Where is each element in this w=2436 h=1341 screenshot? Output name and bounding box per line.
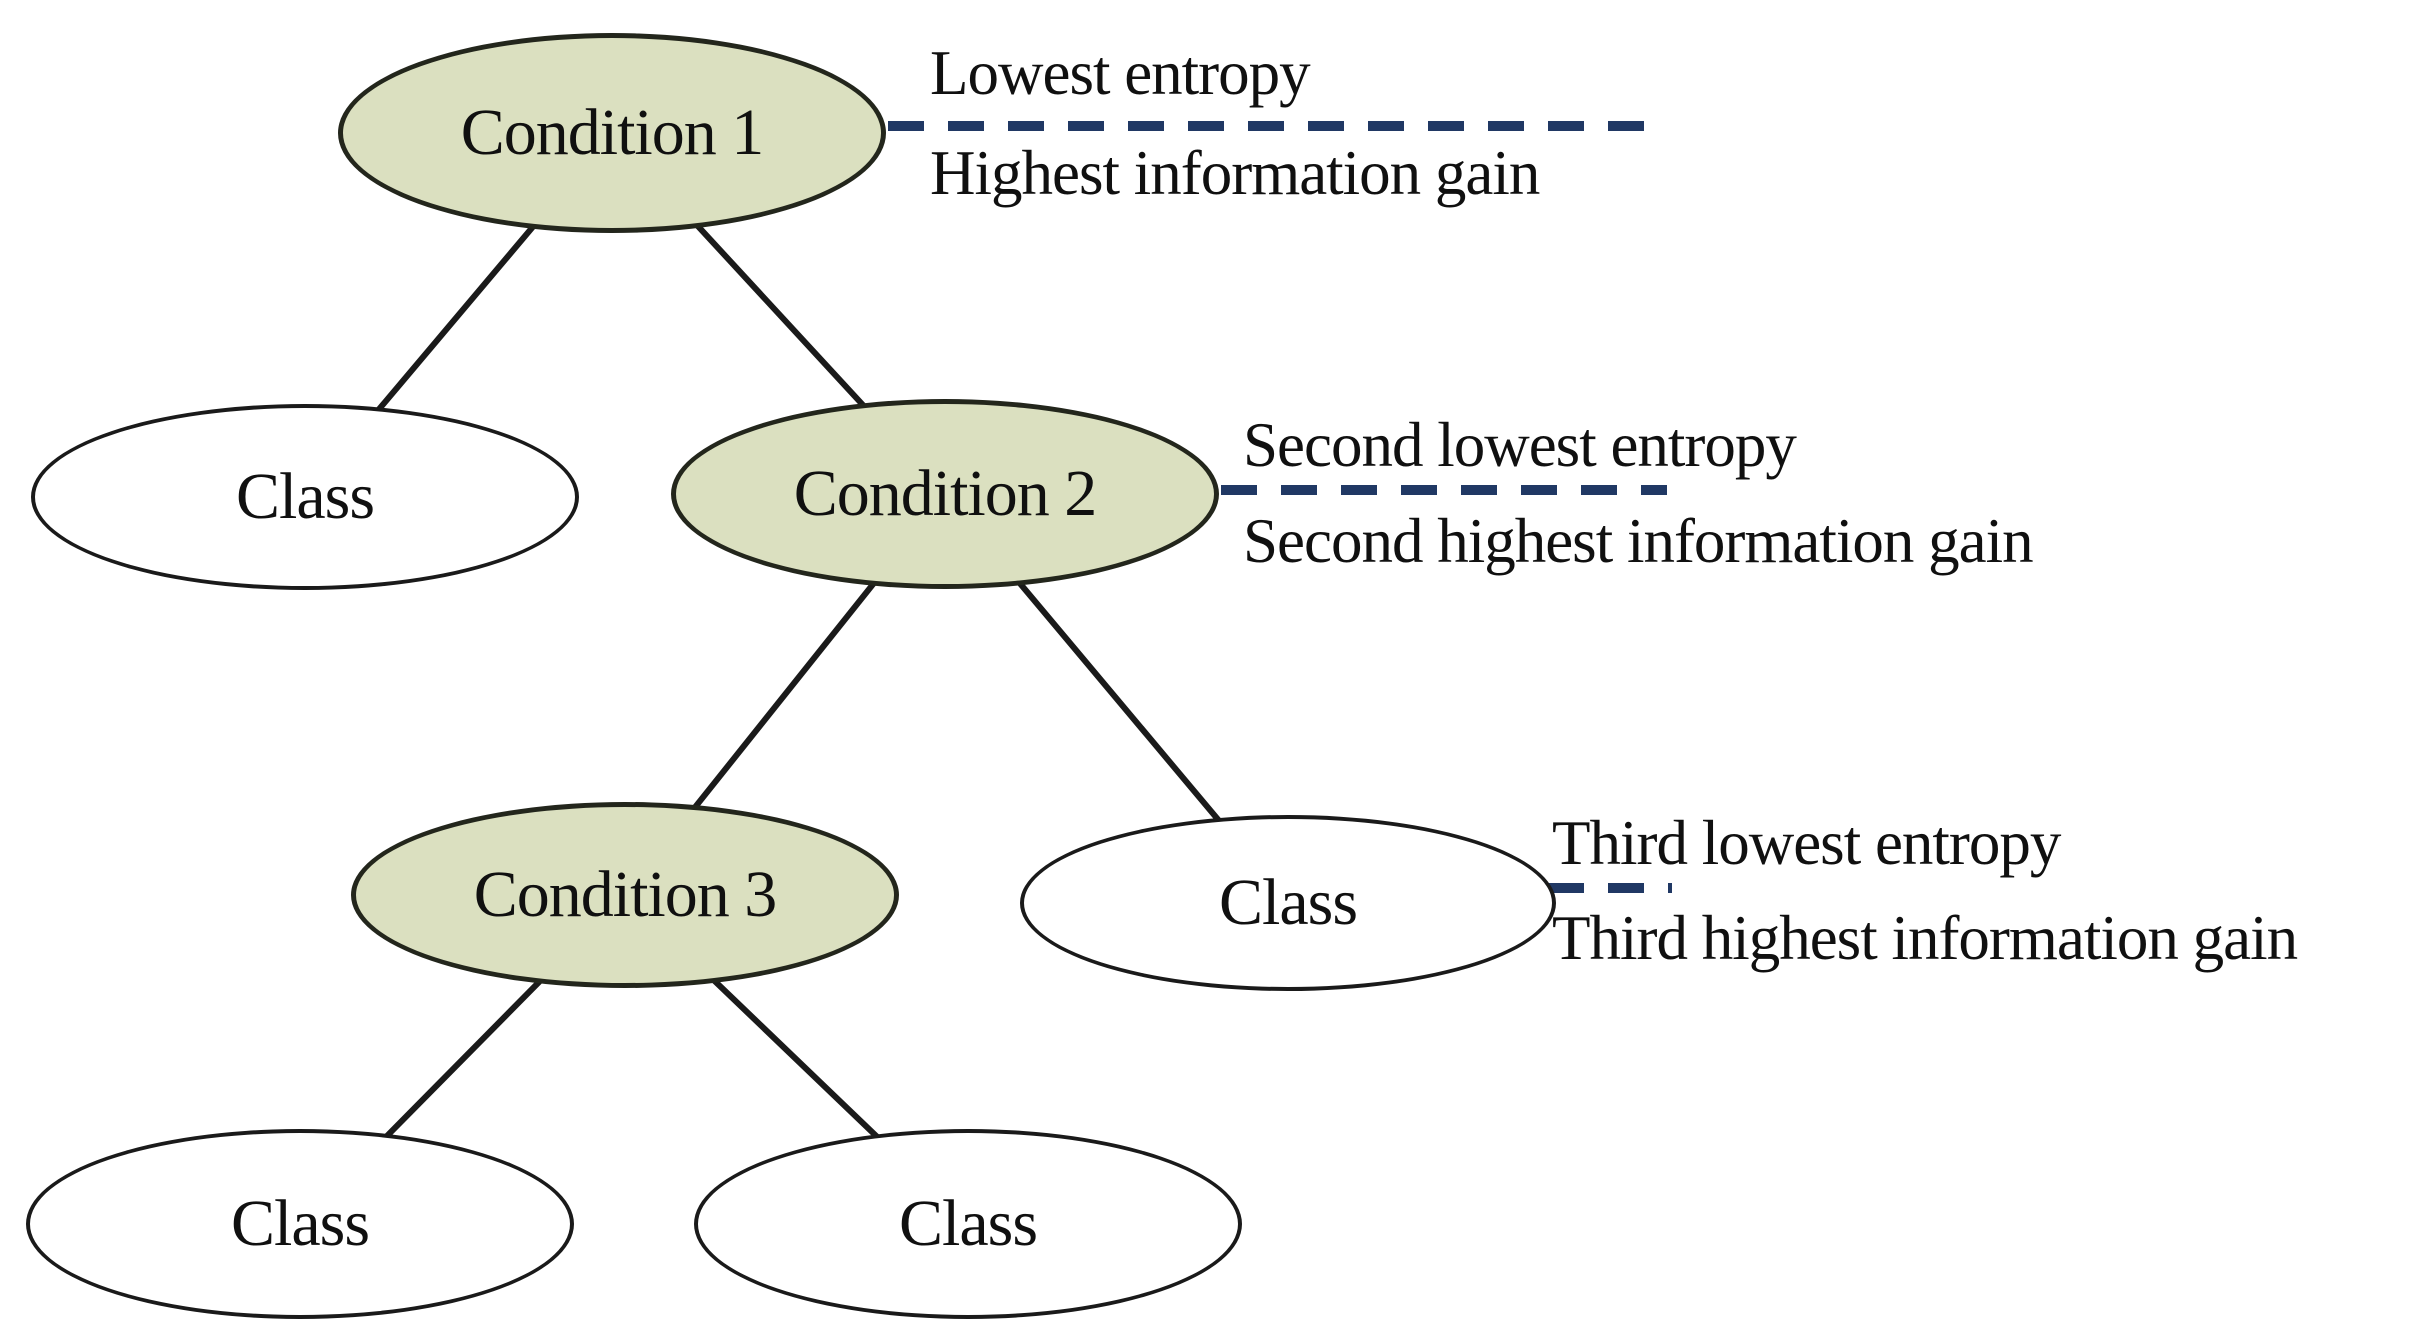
node-class-2: Class <box>1020 815 1556 991</box>
annotation-3-line-1: Third lowest entropy <box>1552 808 2061 878</box>
node-condition-2: Condition 2 <box>671 399 1219 589</box>
annotation-2-line-1: Second lowest entropy <box>1243 410 1797 480</box>
annotation-3-line-2: Third highest information gain <box>1552 903 2298 973</box>
annotation-1-line-1: Lowest entropy <box>930 38 1311 108</box>
node-class-4: Class <box>694 1129 1242 1319</box>
node-class-3: Class <box>26 1129 574 1319</box>
node-condition-3-label: Condition 3 <box>473 858 778 931</box>
node-condition-3: Condition 3 <box>351 802 899 988</box>
node-condition-2-label: Condition 2 <box>793 457 1098 530</box>
node-condition-1: Condition 1 <box>338 33 886 233</box>
annotation-2-line-2: Second highest information gain <box>1243 506 2034 576</box>
annotation-1-line-2: Highest information gain <box>930 138 1540 208</box>
node-class-4-label: Class <box>898 1187 1038 1260</box>
node-class-3-label: Class <box>230 1187 370 1260</box>
node-class-1-label: Class <box>235 460 375 533</box>
node-class-1: Class <box>31 404 579 590</box>
node-class-2-label: Class <box>1218 866 1358 939</box>
node-condition-1-label: Condition 1 <box>460 96 765 169</box>
